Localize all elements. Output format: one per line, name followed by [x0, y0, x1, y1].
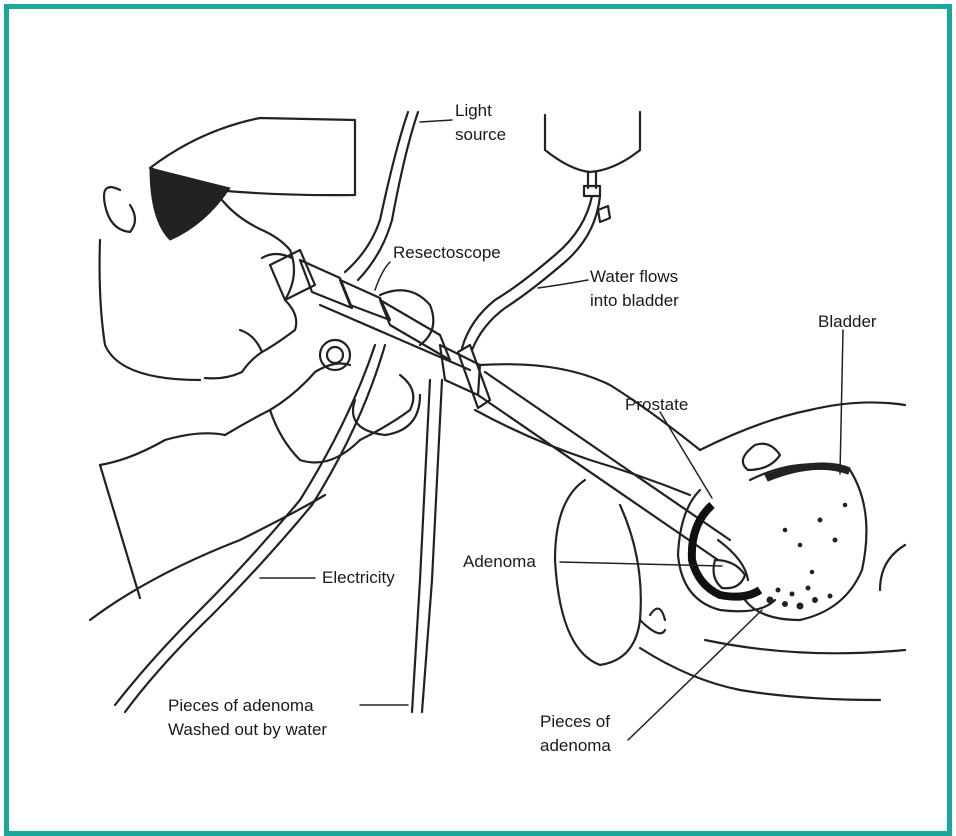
label-pieces-of-adenoma-line1: Pieces of	[540, 712, 610, 731]
label-electricity: Electricity	[322, 568, 395, 587]
label-pieces-washed-line2: Washed out by water	[168, 720, 327, 739]
label-water-flows-line2: into bladder	[590, 291, 679, 310]
drain-tube	[412, 380, 442, 712]
label-pieces-washed: Pieces of adenoma Washed out by water	[168, 696, 327, 739]
label-prostate: Prostate	[625, 395, 688, 414]
label-bladder: Bladder	[818, 312, 877, 331]
electricity-cable	[115, 345, 385, 712]
label-pieces-washed-line1: Pieces of adenoma	[168, 696, 314, 715]
label-water-flows: Water flows into bladder	[590, 267, 683, 310]
label-water-flows-line1: Water flows	[590, 267, 678, 286]
label-light-source: Light source	[455, 101, 506, 144]
water-supply	[462, 112, 640, 350]
label-light-source-line1: Light	[455, 101, 492, 120]
label-resectoscope: Resectoscope	[393, 243, 501, 262]
label-light-source-line2: source	[455, 125, 506, 144]
label-adenoma: Adenoma	[463, 552, 536, 571]
adenoma-fragments	[767, 503, 847, 609]
label-pieces-of-adenoma-line2: adenoma	[540, 736, 611, 755]
leader-lines	[260, 262, 843, 740]
label-pieces-of-adenoma: Pieces of adenoma	[540, 712, 615, 755]
